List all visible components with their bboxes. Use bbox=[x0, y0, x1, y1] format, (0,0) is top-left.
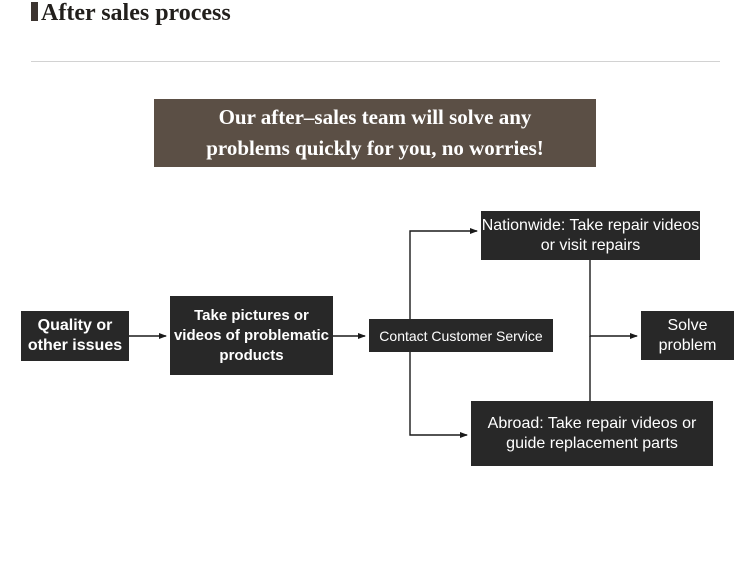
flow-node-label: Solve problem bbox=[658, 316, 717, 354]
flow-node-label: Quality or other issues bbox=[27, 317, 123, 354]
flow-node-label: Nationwide: Take repair videos or visit … bbox=[481, 216, 700, 254]
flow-node-quality-or-other-issues[interactable]: Quality or other issues bbox=[21, 311, 129, 361]
flow-node-solve-problem[interactable]: Solve problem bbox=[641, 311, 734, 360]
promo-banner-line-1: Our after–sales team will solve any bbox=[218, 105, 532, 129]
flow-node-label: Take pictures or videos of problematic p… bbox=[173, 306, 330, 364]
flow-node-abroad[interactable]: Abroad: Take repair videos or guide repl… bbox=[471, 401, 713, 466]
page-title: After sales process bbox=[41, 0, 231, 26]
header-divider bbox=[31, 61, 720, 62]
flow-node-take-pictures-or-videos[interactable]: Take pictures or videos of problematic p… bbox=[170, 296, 333, 375]
promo-banner: Our after–sales team will solve any prob… bbox=[154, 99, 596, 167]
flow-node-label: Contact Customer Service bbox=[379, 327, 543, 344]
flow-node-nationwide[interactable]: Nationwide: Take repair videos or visit … bbox=[481, 211, 700, 260]
page-header: After sales process bbox=[0, 0, 750, 30]
promo-banner-line-2: problems quickly for you, no worries! bbox=[206, 136, 544, 160]
title-bullet-icon bbox=[31, 2, 38, 21]
flow-node-label: Abroad: Take repair videos or guide repl… bbox=[487, 414, 697, 452]
flow-node-contact-customer-service[interactable]: Contact Customer Service bbox=[369, 319, 553, 352]
